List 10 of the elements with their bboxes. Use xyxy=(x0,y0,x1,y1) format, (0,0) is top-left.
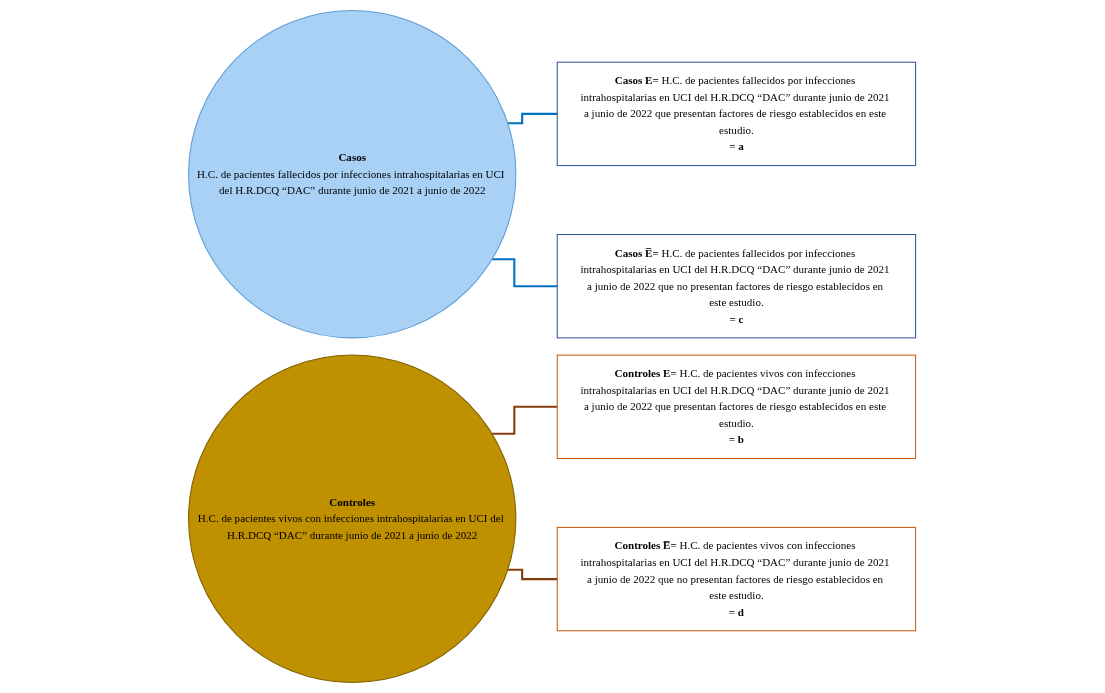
connector xyxy=(508,568,558,581)
node-box: Controles E= H.C. de pacientes vivos con infecciones intrahospitalarias en UCI del H.R.DCQ “DAC” durante junio de 2021 a junio de 2022 que presentan factores de riesgo establecidos en este estudio. = b xyxy=(557,354,917,459)
connector xyxy=(492,258,558,288)
node-circle: Controles H.C. de pacientes vivos con infecciones intrahospitalarias en UCI del H.R.DCQ “DAC” durante junio de 2021 a junio de 2022 xyxy=(188,354,517,683)
connector xyxy=(508,112,558,125)
node-box: Casos E̅= H.C. de pacientes fallecidos por infecciones intrahospitalarias en UCI del H.R.DCQ “DAC” durante junio de 2021 a junio de 2022 que no presentan factores de riesgo establecidos en este estudio. = c xyxy=(557,234,917,339)
connector xyxy=(492,405,558,435)
node-box: Casos E= H.C. de pacientes fallecidos por infecciones intrahospitalarias en UCI del H.R.DCQ “DAC” durante junio de 2021 a junio de 2022 que presentan factores de riesgo establecidos en este estudio. = a xyxy=(557,61,917,167)
node-circle: Casos H.C. de pacientes fallecidos por infecciones intrahospitalarias en UCI del H.R.DCQ “DAC” durante junio de 2021 a junio de 2022 xyxy=(188,10,517,339)
node-box: Controles E̅= H.C. de pacientes vivos con infecciones intrahospitalarias en UCI del H.R.DCQ “DAC” durante junio de 2021 a junio de 2022 que no presentan factores de riesgo establecidos en este estudio. = d xyxy=(557,526,917,632)
